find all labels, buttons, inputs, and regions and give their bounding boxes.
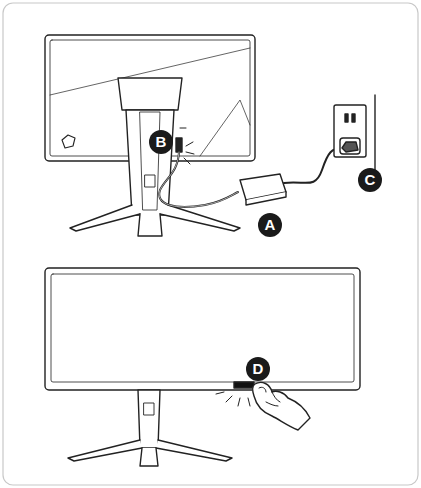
- callout-letter: D: [246, 357, 270, 381]
- monitor-back: [45, 35, 255, 236]
- power-button: [234, 382, 254, 388]
- monitor-front: [45, 268, 360, 466]
- power-cable: [159, 148, 342, 207]
- callout-letter: A: [258, 213, 282, 237]
- hand: [253, 382, 310, 430]
- callout-letter: B: [149, 130, 173, 154]
- callout-letter: C: [358, 168, 382, 192]
- frame: [3, 3, 418, 485]
